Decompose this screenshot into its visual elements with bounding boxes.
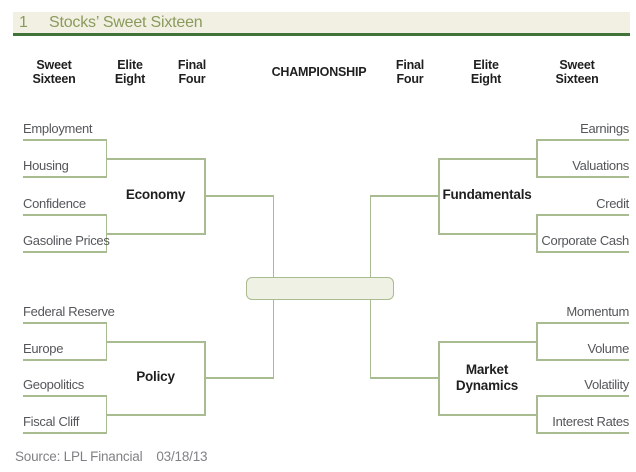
winner-label-economy: Economy <box>125 187 186 202</box>
bracket-line <box>105 158 206 160</box>
header-right-sweet-sixteen: Sweet Sixteen <box>555 58 599 86</box>
bracket-line <box>105 414 206 416</box>
team-label: Corporate Cash <box>541 233 629 248</box>
header-left-final-four: Final Four <box>177 58 207 86</box>
bracket-line <box>369 377 440 379</box>
team-label: Housing <box>23 158 69 173</box>
header-right-elite-eight: Elite Eight <box>470 58 502 86</box>
source-date: 03/18/13 <box>156 449 208 464</box>
team-label: Gasoline Prices <box>23 233 110 248</box>
figure-number: 1 <box>19 13 28 31</box>
bracket-line <box>438 158 538 160</box>
bracket-line <box>438 233 538 235</box>
team-label: Momentum <box>566 304 629 319</box>
winner-label-policy: Policy <box>136 369 175 384</box>
source-line: Source: LPL Financial 03/18/13 <box>15 449 208 464</box>
bracket-line <box>23 395 106 397</box>
team-label: Employment <box>23 121 93 136</box>
bracket-line <box>536 359 629 361</box>
bracket-line <box>536 214 629 216</box>
team-label: Federal Reserve <box>23 304 115 319</box>
bracket-line <box>105 233 206 235</box>
bracket-line <box>204 377 274 379</box>
bracket-line <box>536 251 629 253</box>
bracket-line <box>369 195 440 197</box>
bracket-line <box>23 322 106 324</box>
team-label: Confidence <box>23 196 86 211</box>
team-label: Credit <box>596 196 629 211</box>
bracket-line <box>536 176 629 178</box>
header-left-sweet-sixteen: Sweet Sixteen <box>32 58 76 86</box>
team-label: Volatility <box>584 377 629 392</box>
header-right-final-four: Final Four <box>395 58 425 86</box>
bracket-line <box>438 341 538 343</box>
bracket-line <box>536 322 629 324</box>
header-left-elite-eight: Elite Eight <box>114 58 146 86</box>
championship-box <box>246 277 394 300</box>
team-label: Fiscal Cliff <box>23 414 80 429</box>
figure-title: Stocks’ Sweet Sixteen <box>49 13 203 31</box>
bracket-line <box>23 176 106 178</box>
team-label: Volume <box>587 341 629 356</box>
team-label: Interest Rates <box>552 414 629 429</box>
team-label: Europe <box>23 341 64 356</box>
bracket-line <box>23 359 106 361</box>
winner-label-fundamentals: Fundamentals <box>442 187 532 202</box>
bracket-line <box>105 341 206 343</box>
header-championship: CHAMPIONSHIP <box>271 65 367 79</box>
bracket-line <box>536 395 629 397</box>
bracket-line <box>23 139 106 141</box>
bracket-line <box>536 139 629 141</box>
team-label: Earnings <box>580 121 629 136</box>
bracket-line <box>204 195 274 197</box>
team-label: Valuations <box>572 158 629 173</box>
source-text: Source: LPL Financial <box>15 449 143 464</box>
title-underline-rule <box>13 33 630 36</box>
bracket-line <box>438 414 538 416</box>
bracket-line <box>536 432 629 434</box>
bracket-line <box>23 214 106 216</box>
figure-title-band: 1 Stocks’ Sweet Sixteen <box>13 12 630 33</box>
winner-label-market-dynamics: Market Dynamics <box>455 362 519 393</box>
team-label: Geopolitics <box>23 377 85 392</box>
bracket-line <box>23 251 106 253</box>
bracket-line <box>23 432 106 434</box>
